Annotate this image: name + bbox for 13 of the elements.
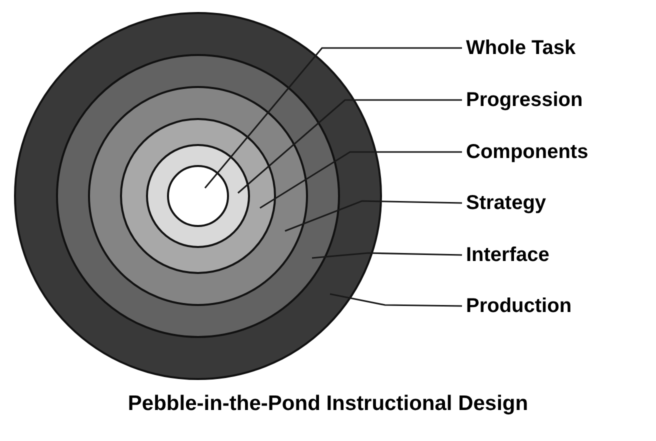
layer-label: Interface [466, 245, 550, 265]
leader-line [312, 252, 462, 259]
layer-label: Whole Task [466, 38, 576, 58]
layer-label: Progression [466, 90, 583, 110]
leader-line [330, 293, 462, 307]
leader-line [260, 151, 462, 209]
layer-label: Production [466, 296, 572, 316]
caption: Pebble-in-the-Pond Instructional Design [126, 393, 530, 414]
layer-label: Components [466, 142, 588, 162]
leader-line [284, 200, 462, 232]
leader-line [237, 99, 462, 194]
layer-label: Strategy [466, 193, 546, 213]
leader-line [204, 47, 462, 189]
